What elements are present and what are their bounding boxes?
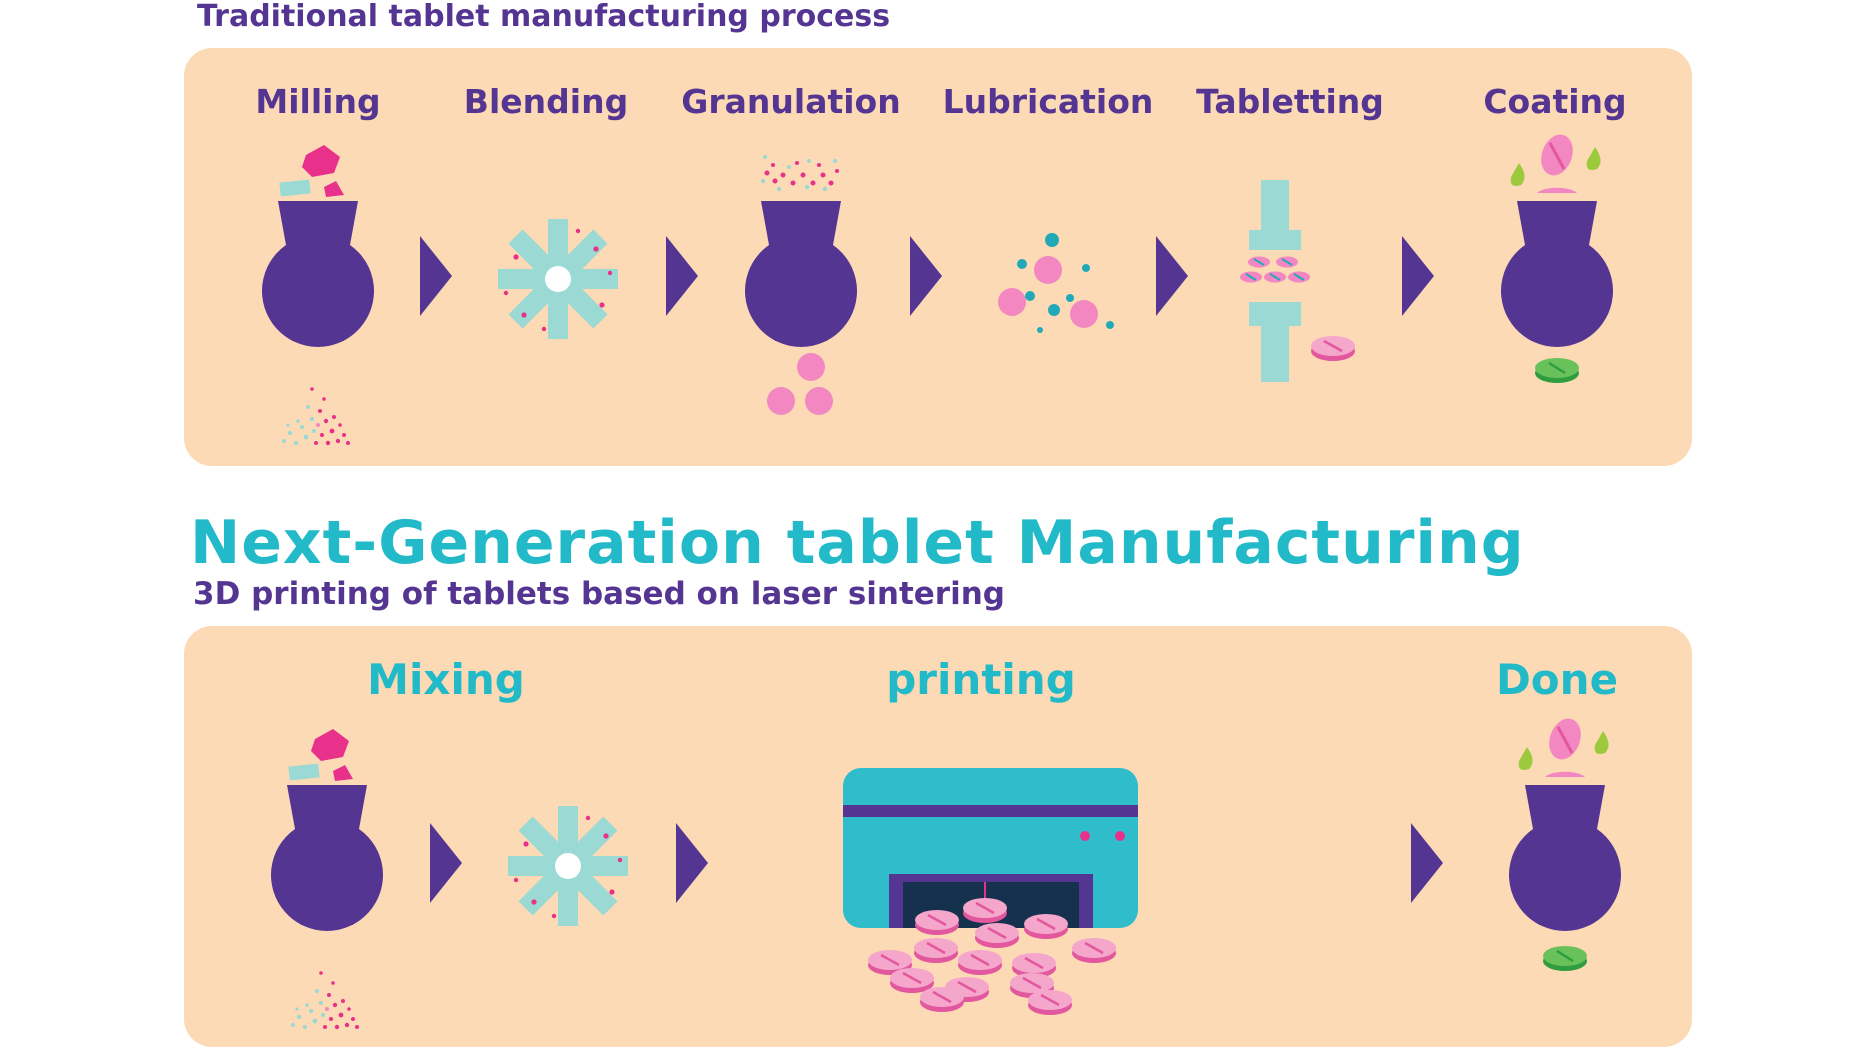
milling-icon [262,145,374,446]
arrow-icon [1402,236,1434,316]
arrow-icon [1156,236,1188,316]
mixing-container-icon [271,729,383,1030]
tablet-press-icon [1240,180,1357,382]
traditional-process-title: Traditional tablet manufacturing process [197,0,891,34]
arrow-icon [1411,823,1443,903]
step-label-granulation: Granulation [681,82,901,121]
next-generation-subtitle: 3D printing of tablets based on laser si… [193,576,1005,612]
granulator-icon [745,155,857,415]
blender-icon [498,219,618,339]
blender-icon [508,806,628,926]
arrow-icon [666,236,698,316]
step-label-printing: printing [886,655,1076,704]
step-label-mixing: Mixing [367,655,525,704]
step-label-blending: Blending [463,82,629,121]
arrow-icon [676,823,708,903]
step-label-done: Done [1495,655,1619,704]
arrow-icon [420,236,452,316]
coating-icon [1501,128,1613,385]
3d-printer-icon [843,768,1138,941]
finished-tablets-icon [1509,712,1621,973]
lubrication-icon [998,233,1114,333]
next-generation-title: Next-Generation tablet Manufacturing [190,508,1525,578]
printed-tablets-icon [866,921,1118,1017]
step-label-lubrication: Lubrication [942,82,1154,121]
step-label-milling: Milling [255,82,381,121]
step-label-tabletting: Tabletting [1196,82,1384,121]
step-label-coating: Coating [1483,82,1627,121]
arrow-icon [430,823,462,903]
arrow-icon [910,236,942,316]
